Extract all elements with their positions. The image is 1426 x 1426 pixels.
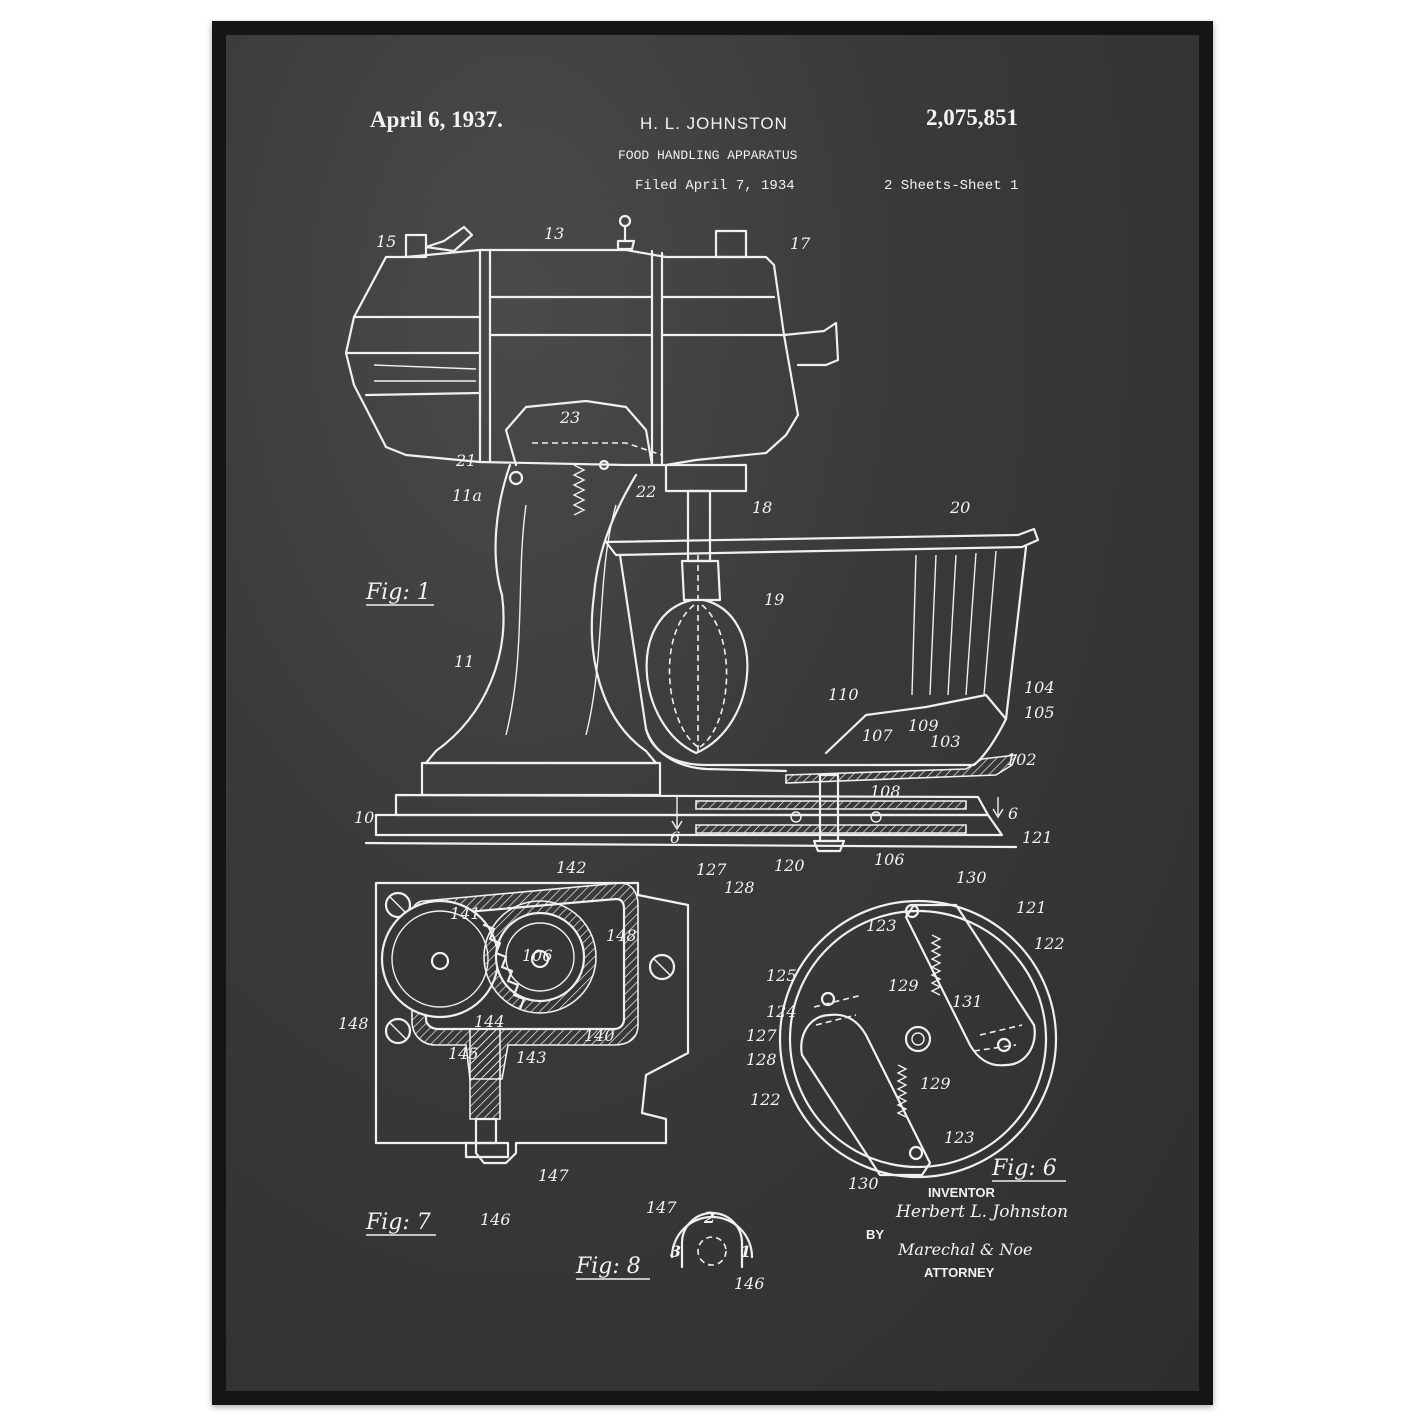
svg-text:123: 123	[866, 916, 897, 935]
svg-text:131: 131	[952, 992, 983, 1011]
svg-text:3: 3	[670, 1242, 681, 1261]
svg-text:130: 130	[956, 868, 987, 887]
patent-date: April 6, 1937.	[370, 107, 503, 132]
svg-text:15: 15	[376, 232, 396, 251]
svg-text:1: 1	[740, 1242, 751, 1261]
svg-text:19: 19	[764, 590, 784, 609]
fig8-dial	[670, 1211, 754, 1269]
svg-text:146: 146	[734, 1274, 765, 1293]
patent-title: FOOD HANDLING APPARATUS	[618, 148, 798, 163]
fig6-label: Fig: 6	[991, 1156, 1057, 1181]
svg-text:10: 10	[354, 808, 374, 827]
svg-text:144: 144	[474, 1012, 505, 1031]
svg-text:2: 2	[703, 1208, 715, 1227]
svg-text:11: 11	[454, 652, 474, 671]
svg-text:108: 108	[870, 782, 901, 801]
svg-text:106: 106	[874, 850, 905, 869]
fig1-label: Fig: 1	[365, 580, 431, 605]
svg-text:122: 122	[750, 1090, 781, 1109]
svg-text:6: 6	[670, 828, 680, 847]
svg-text:22: 22	[635, 482, 656, 501]
fig1-mixer	[344, 214, 1040, 853]
svg-text:127: 127	[746, 1026, 777, 1045]
fig7-label: Fig: 7	[365, 1210, 431, 1235]
svg-text:105: 105	[1024, 703, 1055, 722]
svg-text:6: 6	[1008, 804, 1018, 823]
svg-text:147: 147	[538, 1166, 569, 1185]
svg-text:140: 140	[584, 1026, 615, 1045]
svg-text:125: 125	[766, 966, 797, 985]
svg-text:128: 128	[724, 878, 755, 897]
attorney-signature: Marechal & Noe	[898, 1240, 1033, 1259]
by-label: BY	[866, 1227, 885, 1242]
svg-text:146: 146	[480, 1210, 511, 1229]
svg-text:122: 122	[1034, 934, 1065, 953]
svg-text:148: 148	[338, 1014, 369, 1033]
fig8-label: Fig: 8	[575, 1254, 641, 1279]
fig7-gearbox	[374, 881, 690, 1165]
svg-text:123: 123	[944, 1128, 975, 1147]
svg-text:17: 17	[790, 234, 811, 253]
patent-number: 2,075,851	[926, 105, 1018, 130]
svg-text:110: 110	[828, 685, 859, 704]
svg-text:102: 102	[1006, 750, 1037, 769]
svg-text:109: 109	[908, 716, 939, 735]
svg-text:11a: 11a	[452, 486, 482, 505]
svg-text:120: 120	[774, 856, 805, 875]
svg-text:141: 141	[450, 904, 481, 923]
svg-text:129: 129	[920, 1074, 951, 1093]
svg-text:148: 148	[606, 926, 637, 945]
svg-text:103: 103	[930, 732, 961, 751]
inventor-signature: Herbert L. Johnston	[896, 1202, 1069, 1222]
filed-date: Filed April 7, 1934	[635, 178, 795, 194]
svg-text:128: 128	[746, 1050, 777, 1069]
svg-text:142: 142	[556, 858, 587, 877]
attorney-label: ATTORNEY	[924, 1265, 995, 1280]
chalkboard-poster: April 6, 1937. H. L. JOHNSTON 2,075,851 …	[226, 35, 1199, 1391]
svg-text:121: 121	[1016, 898, 1047, 917]
svg-text:129: 129	[888, 976, 919, 995]
svg-text:18: 18	[752, 498, 772, 517]
svg-text:143: 143	[516, 1048, 547, 1067]
inventor-label: INVENTOR	[928, 1185, 995, 1200]
svg-text:130: 130	[848, 1174, 879, 1193]
sheet-count: 2 Sheets-Sheet 1	[884, 178, 1019, 194]
inventor-name: H. L. JOHNSTON	[640, 114, 788, 133]
svg-text:147: 147	[646, 1198, 677, 1217]
svg-text:106: 106	[522, 946, 553, 965]
svg-text:124: 124	[766, 1002, 797, 1021]
svg-text:21: 21	[455, 451, 476, 470]
svg-text:23: 23	[559, 408, 580, 427]
patent-drawing: 15 13 17 23 21 11a 22 18 20 19 11 110 10…	[338, 214, 1066, 1293]
svg-text:107: 107	[862, 726, 893, 745]
fig6-turntable	[778, 899, 1058, 1179]
svg-text:121: 121	[1022, 828, 1053, 847]
svg-text:145: 145	[448, 1044, 479, 1063]
svg-text:104: 104	[1024, 678, 1055, 697]
svg-text:13: 13	[544, 224, 564, 243]
svg-text:20: 20	[949, 498, 970, 517]
svg-text:127: 127	[696, 860, 727, 879]
